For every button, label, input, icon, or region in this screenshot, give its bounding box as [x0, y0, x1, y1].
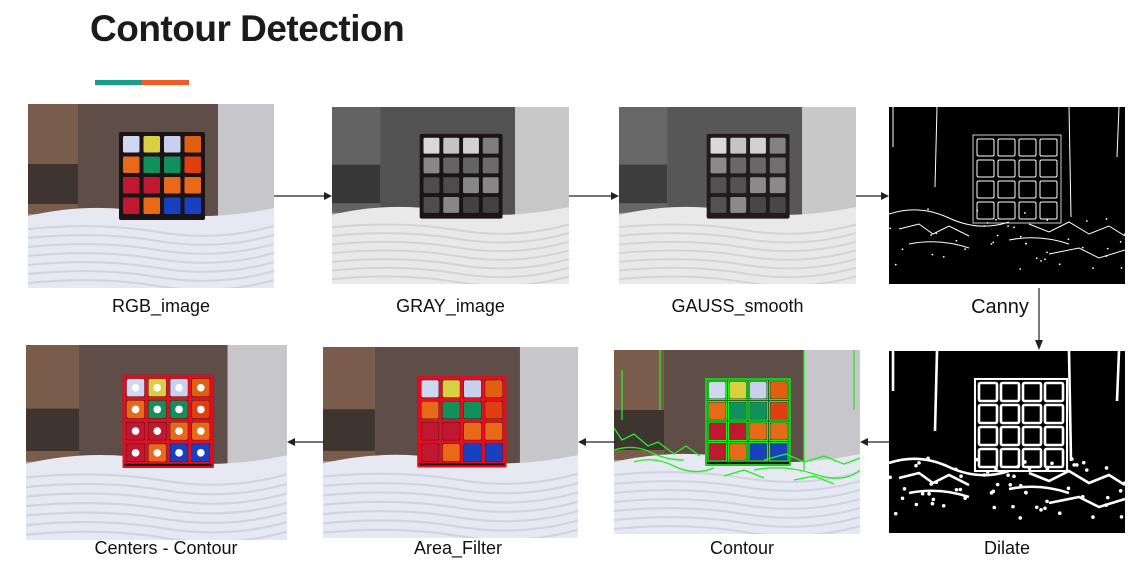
canny-edges-image — [889, 107, 1125, 284]
gauss-image-caption: GAUSS_smooth — [671, 296, 804, 316]
arrow-contour-to-area — [578, 438, 616, 446]
arrow-gauss-to-canny — [856, 192, 889, 200]
gray-image-panel — [332, 107, 569, 284]
canny-image-panel — [889, 107, 1125, 284]
contour-caption: Contour — [709, 538, 775, 558]
centers-image-panel — [26, 345, 287, 540]
area-image-panel — [323, 347, 578, 538]
arrow-gray-to-gauss — [569, 192, 619, 200]
arrow-area-to-centers — [287, 438, 325, 446]
gray-image-caption: GRAY_image — [396, 296, 505, 316]
accent-bar-orange — [142, 80, 189, 85]
centers-contour-image — [26, 345, 287, 540]
gauss-smooth-image — [619, 107, 856, 284]
rgb-image — [28, 104, 274, 288]
contour-image — [614, 350, 860, 534]
arrow-dilate-to-contour — [860, 438, 890, 446]
area-filter-image — [323, 347, 578, 538]
accent-bar-teal — [95, 80, 142, 85]
area-caption: Area_Filter — [413, 538, 503, 558]
dilate-image-panel — [889, 351, 1125, 533]
gauss-image-panel — [619, 107, 856, 284]
centers-caption: Centers - Contour — [94, 538, 238, 558]
page-title: Contour Detection — [90, 8, 405, 49]
rgb-image-panel — [28, 104, 274, 288]
dilate-image — [889, 351, 1125, 533]
contour-image-panel — [614, 350, 860, 534]
arrow-canny-to-dilate — [1035, 288, 1043, 350]
rgb-image-caption: RGB_image — [111, 296, 211, 316]
arrow-rgb-to-gray — [274, 192, 332, 200]
gray-image — [332, 107, 569, 284]
dilate-caption: Dilate — [983, 538, 1031, 558]
canny-caption: Canny — [971, 296, 1029, 318]
